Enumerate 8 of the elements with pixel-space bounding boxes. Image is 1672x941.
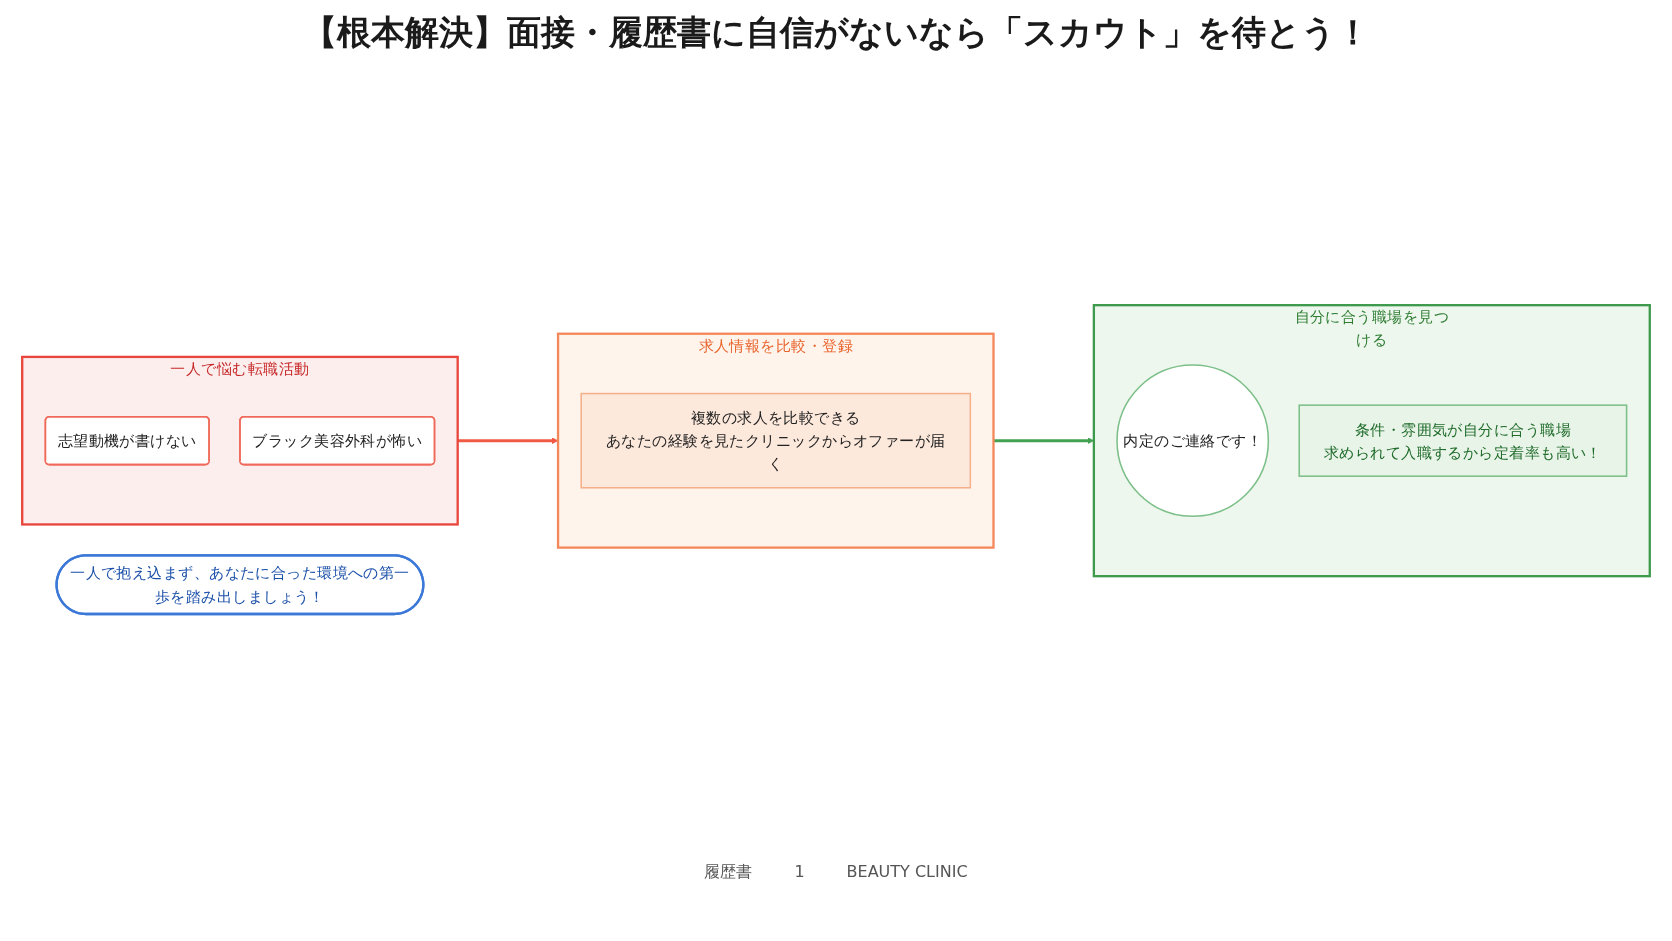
node-box: 複数の求人を比較できる あなたの経験を見たクリニックからオファーが届く [580, 393, 972, 489]
node-circle: 内定のご連絡です！ [1116, 364, 1270, 518]
label-text: 履歴書 [703, 861, 754, 883]
label-text: 1 [793, 861, 806, 883]
node-box: 条件・雰囲気が自分に合う職場 求められて入職するから定着率も高い！ [1298, 404, 1628, 478]
arrow [457, 437, 559, 445]
title: 【根本解決】面接・履歴書に自信がないなら「スカウト」を待とう！ [301, 11, 1371, 54]
label-text: BEAUTY CLINIC [845, 861, 969, 883]
